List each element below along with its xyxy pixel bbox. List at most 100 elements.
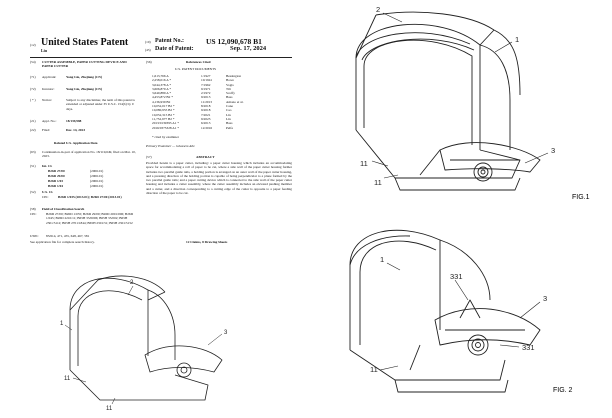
fig1-housing-outline [355,23,481,150]
small-label-11a: 11 [64,376,71,382]
abstract-label: ABSTRACT [196,155,215,159]
uspc-text: 83/614, 471, 455, 648, 467, 581 [46,234,90,238]
reference-number: 10,052,017 B2 * [152,104,175,109]
claims-count: 12 Claims, 8 Drawing Sheets [186,240,228,244]
reference-name: Lin [226,112,231,117]
filed-label: Filed: [42,128,50,132]
reference-name: Vogts [226,82,234,87]
notice-label: Notice: [42,98,52,102]
reference-number: 1,613,766 A [152,74,169,78]
reference-number: 2016/0375328 A1 * [152,125,179,130]
primary-examiner: Primary Examiner — Ghassem Alie [146,144,195,148]
inventor-label: Inventor: [42,87,55,91]
reference-date: 9/2018 [201,108,211,113]
applicant-value: Yong Liu, Zhejiang (CN) [66,75,102,79]
related-heading: Related U.S. Application Data [54,141,98,145]
small-label-2: 2 [130,280,134,286]
patent-date: Sep. 17, 2024 [230,45,267,52]
reference-date: 7/1962 [201,82,211,87]
references-label: References Cited [186,60,211,64]
fig2-label-331a: 331 [450,272,463,281]
notice-text: Subject to any disclaimer, the term of t… [66,98,135,111]
date-label: Date of Patent: [155,46,194,52]
small-label-11b: 11 [106,406,113,412]
reference-date: 7/2021 [201,112,211,117]
inventor-short: Liu [41,48,48,53]
fig1-caption: FIG.1 [572,194,590,201]
header-rule [30,57,292,58]
reference-number: 3,640,889 A * [152,91,172,96]
int-cl-0-year: (2006.01) [90,169,104,173]
inid-72: (72) [30,87,36,91]
reference-date: 12/2016 [201,125,213,130]
fig1-label-1: 1 [515,35,519,44]
fig1-wheel [473,162,493,182]
invention-title: CUTTER ASSEMBLE, PAPER CUTTING DEVICE AN… [42,60,127,69]
fig1-label-11a: 11 [360,159,368,168]
search-cpc-text: B26D 27/00; B26D 1/035; B26D 29/00; B26D… [46,212,134,225]
reference-date: 2/1972 [201,91,211,96]
us-docs-heading: U.S. PATENT DOCUMENTS [175,67,217,71]
inid-code-10: (10) [145,40,151,44]
inid-code-45: (45) [145,48,151,52]
patent-no-label: Patent No.: [155,38,184,44]
small-drawing-wheel [176,362,192,378]
reference-row: 11,752,977 B2 * 9/2023 Lin [152,117,292,121]
reference-number: 2013/0139395 A1 * [152,121,179,126]
int-cl-1-code: B26D 29/00 [48,174,65,178]
inventor-value: Yong Liu, Zhejiang (CN) [66,87,102,91]
filed-value: Dec. 14, 2023 [66,128,86,132]
fig2-label-331b: 331 [522,343,535,352]
reference-name: Bowe [226,78,234,83]
int-cl-2-code: B26D 1/03 [48,179,63,183]
inid-code-12: (12) [30,43,36,47]
reference-row: 2016/0375328 A1 * 12/2016 Pelfa [152,126,292,130]
reference-date: 10/1941 [201,78,213,83]
int-cl-2-year: (2006.01) [90,179,104,183]
reference-number: 11,752,977 B2 * [152,116,175,121]
reference-name: Lin [226,116,231,121]
int-cl-1-year: (2006.01) [90,174,104,178]
inid-54: (54) [30,60,36,64]
fig2-label-11: 11 [370,365,378,374]
reference-date: 9/2023 [201,116,211,121]
fig2-label-3: 3 [543,294,547,303]
reference-date: 6/2013 [201,121,211,126]
inid-22: (22) [30,128,36,132]
inid-56: (56) [146,60,152,64]
uspc-label: USPC [30,234,39,238]
reference-row: 2013/0139395 A1 * 6/2013 Bass [152,121,292,125]
reference-name: Cane [226,104,233,109]
reference-date: 9/1971 [201,86,211,91]
reference-number: 4,453,872 B2 * [152,95,173,100]
reference-name: Bass [226,121,233,126]
search-field-label: Field of Classification Search [42,207,85,211]
reference-name: Tilt [226,86,231,91]
fig2-label-1: 1 [380,255,384,264]
inid-51: (51) [30,164,36,168]
appl-no-label: Appl. No.: [42,119,57,123]
int-cl-3-year: (2006.01) [90,184,104,188]
see-application: See application file for complete search… [30,240,95,244]
reference-date: 9/2013 [201,95,211,100]
reference-date: 11/2013 [201,99,212,104]
reference-row: 4,453,872 B2 * 9/2013 Bass [152,95,292,99]
fig1-label-3: 3 [551,146,555,155]
reference-name: Pelfa [226,125,233,130]
reference-name: Amano et al. [226,99,244,104]
fig1-label-11b: 11 [374,178,382,187]
small-label-1: 1 [60,321,64,327]
reference-name: Bass [226,95,233,100]
reference-number: 4,136,939 B2 [152,99,171,104]
patent-number: US 12,090,678 B1 [206,36,262,46]
fig1-label-2: 2 [376,5,380,14]
